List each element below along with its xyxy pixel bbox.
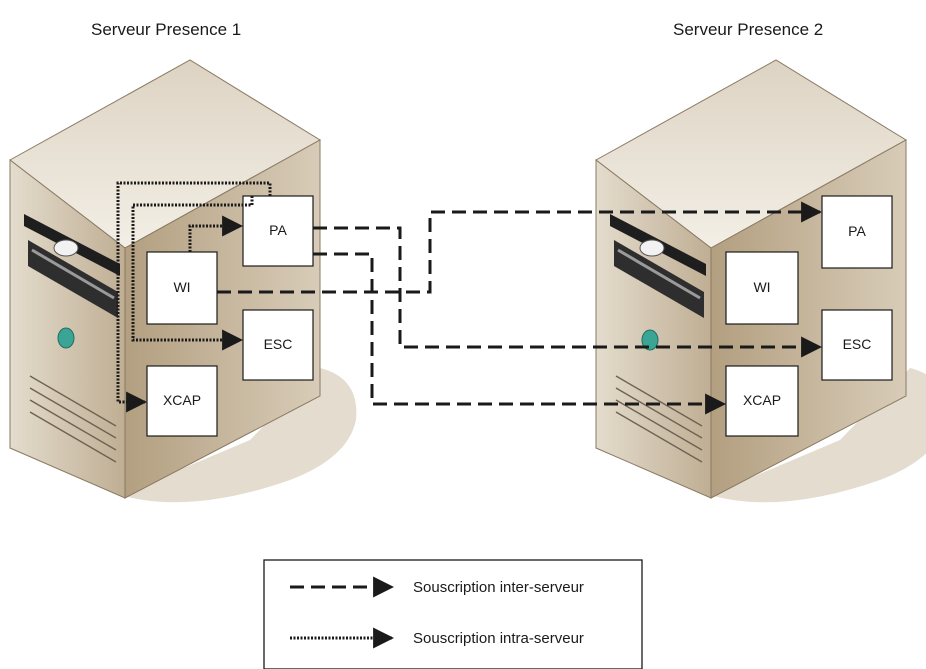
server-2-label-xcap: XCAP [743, 392, 781, 408]
intra-arrow-wi-to-pa [188, 215, 244, 252]
server-1-box-xcap: XCAP [146, 365, 218, 437]
server-1-drive-highlight [31, 248, 115, 300]
intra-server-subscriptions [116, 181, 272, 413]
server-2-title: Serveur Presence 2 [673, 20, 823, 39]
server-1-vents [29, 375, 117, 463]
server-1-label-esc: ESC [264, 336, 293, 352]
legend-box [263, 559, 643, 669]
server-1-box-esc: ESC [242, 309, 314, 381]
server-1-label-wi: WI [173, 279, 190, 295]
server-1-label-pa: PA [269, 222, 287, 238]
server-2-drive-button [639, 239, 665, 257]
server-2-label-esc: ESC [843, 336, 872, 352]
server-2-label-pa: PA [848, 223, 866, 239]
inter-server-subscriptions [217, 201, 823, 415]
legend-inter-label: Souscription inter-serveur [413, 579, 584, 596]
legend-intra-label: Souscription intra-serveur [413, 630, 584, 647]
server-2-box-wi: WI [725, 251, 799, 325]
server-2-box-esc: ESC [821, 309, 893, 381]
server-1-power-led [57, 327, 75, 349]
server-2-drive-highlight [617, 248, 701, 300]
server-1-drive-button [53, 239, 79, 257]
server-2-box-xcap: XCAP [725, 365, 799, 437]
server-2: Serveur Presence 2 PA WI ESC XCAP [595, 20, 926, 503]
server-1-box-pa: PA [242, 195, 314, 267]
inter-arrow-pa-to-esc2 [313, 226, 823, 358]
intra-arrow-pa-to-xcap [116, 181, 272, 413]
server-1-label-xcap: XCAP [163, 392, 201, 408]
server-2-box-pa: PA [821, 195, 893, 269]
server-1-title: Serveur Presence 1 [91, 20, 241, 39]
inter-arrow-pa-to-xcap2 [313, 252, 727, 415]
server-2-vents [615, 375, 703, 463]
server-2-power-led [641, 329, 659, 351]
server-1-box-wi: WI [146, 251, 218, 325]
inter-arrow-wi-to-pa2 [217, 201, 823, 294]
server-2-shadow [710, 368, 926, 503]
server-2-label-wi: WI [753, 279, 770, 295]
legend: Souscription inter-serveur Souscription … [263, 559, 643, 669]
server-1: Serveur Presence 1 PA WI ESC XCAP [9, 20, 357, 503]
intra-arrow-pa-to-esc [131, 196, 254, 351]
